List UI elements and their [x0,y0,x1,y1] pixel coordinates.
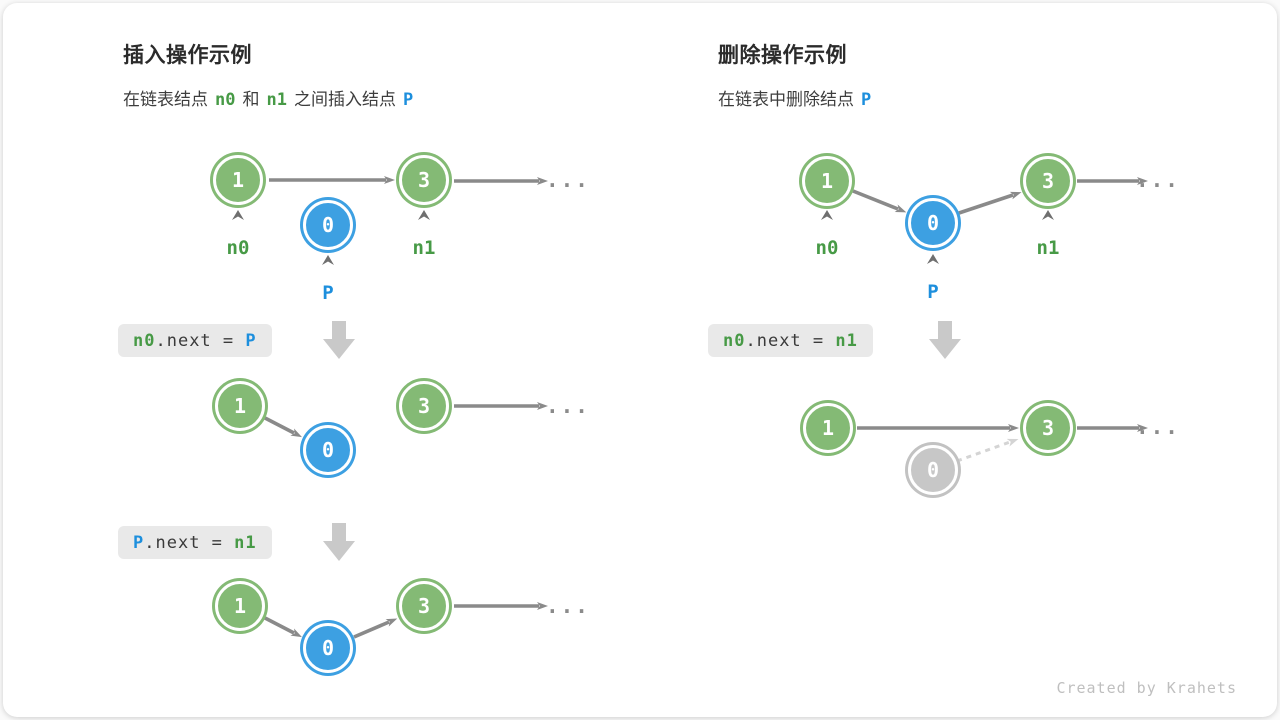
list-node: 3 [1023,156,1073,206]
caret-up-icon [927,254,939,264]
diagram-card: 插入操作示例 在链表结点 n0 和 n1 之间插入结点 P 1 0 3 ... n0 n1… [3,3,1277,717]
node-value: 3 [1041,416,1055,440]
pointer-label-p: P [927,281,939,303]
code-mid: .next = [745,330,836,351]
caret-up-icon [1042,210,1054,220]
node-value: 1 [233,394,247,418]
list-node-deleted: 0 [908,445,958,495]
pointer-label-p: P [322,282,334,304]
ellipsis: ... [1136,415,1180,439]
left-panel-subtitle: 在链表结点 n0 和 n1 之间插入结点 P [123,85,420,110]
node-value: 0 [321,438,335,462]
code-rhs: n1 [835,330,858,351]
list-node: 1 [213,155,263,205]
dashed-arrow [956,438,1019,463]
node-value: 1 [821,416,835,440]
node-value: 1 [231,168,245,192]
connectors-layer [232,176,1148,639]
pointer-label-n1: n1 [412,237,436,259]
node-value: 3 [417,168,431,192]
right-panel-title: 删除操作示例 [718,44,847,67]
caret-up-icon [322,255,334,265]
list-node: 1 [215,381,265,431]
arrow [353,618,398,639]
right-panel-subtitle: 在链表中删除结点 P [718,85,878,110]
left-panel-title: 插入操作示例 [123,44,252,67]
subtitle-text: 在链表结点 [123,90,208,109]
list-node-p: 0 [303,623,353,673]
ellipsis: ... [546,594,590,618]
code-label: n0.next = n1 [708,324,873,357]
list-node-p: 0 [303,425,353,475]
arrow [958,191,1022,215]
caret-up-icon [418,210,430,220]
subtitle-text: 之间插入结点 [293,90,396,109]
code-mid: .next = [144,532,235,553]
list-node: 1 [215,581,265,631]
node-value: 3 [417,394,431,418]
code-label: P.next = n1 [118,526,272,559]
watermark: Created by Krahets [1056,679,1237,697]
pointer-label-n1: n1 [1036,237,1060,259]
list-node: 3 [399,381,449,431]
node-value: 1 [233,594,247,618]
node-value: 1 [820,169,834,193]
pointer-label-n0: n0 [815,237,839,259]
code-lhs: n0 [723,330,746,351]
caret-up-icon [821,210,833,220]
node-value: 0 [321,213,335,237]
ellipsis: ... [546,394,590,418]
list-node-p: 0 [908,198,958,248]
node-ref-p: P [861,90,872,110]
ellipsis: ... [1136,168,1180,192]
node-ref-n0: n0 [215,90,236,110]
arrow [264,616,302,638]
node-value: 0 [926,458,940,482]
code-mid: .next = [155,330,246,351]
list-node-p: 0 [303,200,353,250]
node-ref-n1: n1 [266,90,287,110]
subtitle-text: 在链表中删除结点 [718,90,854,109]
code-lhs: n0 [133,330,156,351]
list-node: 3 [399,581,449,631]
node-value: 0 [926,211,940,235]
code-label: n0.next = P [118,324,272,357]
pointer-label-n0: n0 [226,237,250,259]
node-value: 3 [1041,169,1055,193]
node-ref-p: P [402,90,414,110]
down-block-arrow [323,523,355,561]
code-rhs: P [245,330,257,351]
node-value: 3 [417,594,431,618]
list-node: 1 [803,403,853,453]
list-node: 1 [802,156,852,206]
down-block-arrow [929,321,961,359]
ellipsis: ... [546,168,590,192]
arrow [264,416,302,438]
caret-up-icon [232,210,244,220]
code-lhs: P [133,532,145,553]
subtitle-text: 和 [242,90,260,109]
down-block-arrow [323,321,355,359]
list-node: 3 [1023,403,1073,453]
arrow [852,189,907,213]
code-rhs: n1 [234,532,257,553]
node-value: 0 [321,636,335,660]
list-node: 3 [399,155,449,205]
